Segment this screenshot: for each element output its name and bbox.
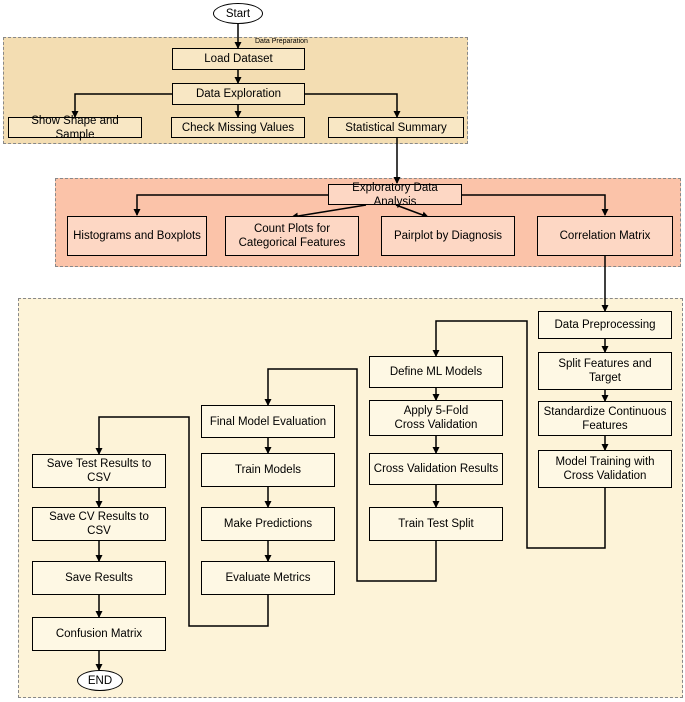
show-shape-box: Show Shape and Sample (8, 115, 142, 141)
split-features-box: Split Features and Target (538, 352, 672, 390)
histograms-box: Histograms and Boxplots (67, 216, 207, 256)
end-node: END (77, 670, 123, 691)
save-test-results-box: Save Test Results to CSV (32, 454, 166, 488)
model-training-cv-box: Model Training with Cross Validation (538, 450, 672, 488)
define-ml-models-box: Define ML Models (369, 356, 503, 388)
start-node: Start (213, 3, 263, 24)
final-model-evaluation-box: Final Model Evaluation (201, 405, 335, 438)
data-exploration-box: Data Exploration (172, 83, 305, 105)
check-missing-box: Check Missing Values (171, 117, 305, 138)
evaluate-metrics-box: Evaluate Metrics (201, 561, 335, 595)
save-cv-results-box: Save CV Results to CSV (32, 507, 166, 541)
eda-box: Exploratory Data Analysis (328, 182, 462, 208)
apply-5-fold-box: Apply 5-Fold Cross Validation (369, 400, 503, 436)
make-predictions-box: Make Predictions (201, 507, 335, 541)
train-test-split-box: Train Test Split (369, 507, 503, 541)
data-preparation-label: Data Preparation (255, 38, 308, 45)
cv-results-box: Cross Validation Results (369, 453, 503, 485)
confusion-matrix-box: Confusion Matrix (32, 617, 166, 651)
statistical-summary-box: Statistical Summary (328, 117, 464, 138)
correlation-matrix-box: Correlation Matrix (537, 216, 673, 256)
load-dataset-box: Load Dataset (172, 48, 305, 70)
data-preprocessing-box: Data Preprocessing (538, 311, 672, 339)
train-models-box: Train Models (201, 453, 335, 487)
standardize-box: Standardize Continuous Features (538, 401, 672, 436)
count-plots-box: Count Plots for Categorical Features (225, 216, 359, 256)
save-results-box: Save Results (32, 561, 166, 595)
pairplot-box: Pairplot by Diagnosis (381, 216, 515, 256)
